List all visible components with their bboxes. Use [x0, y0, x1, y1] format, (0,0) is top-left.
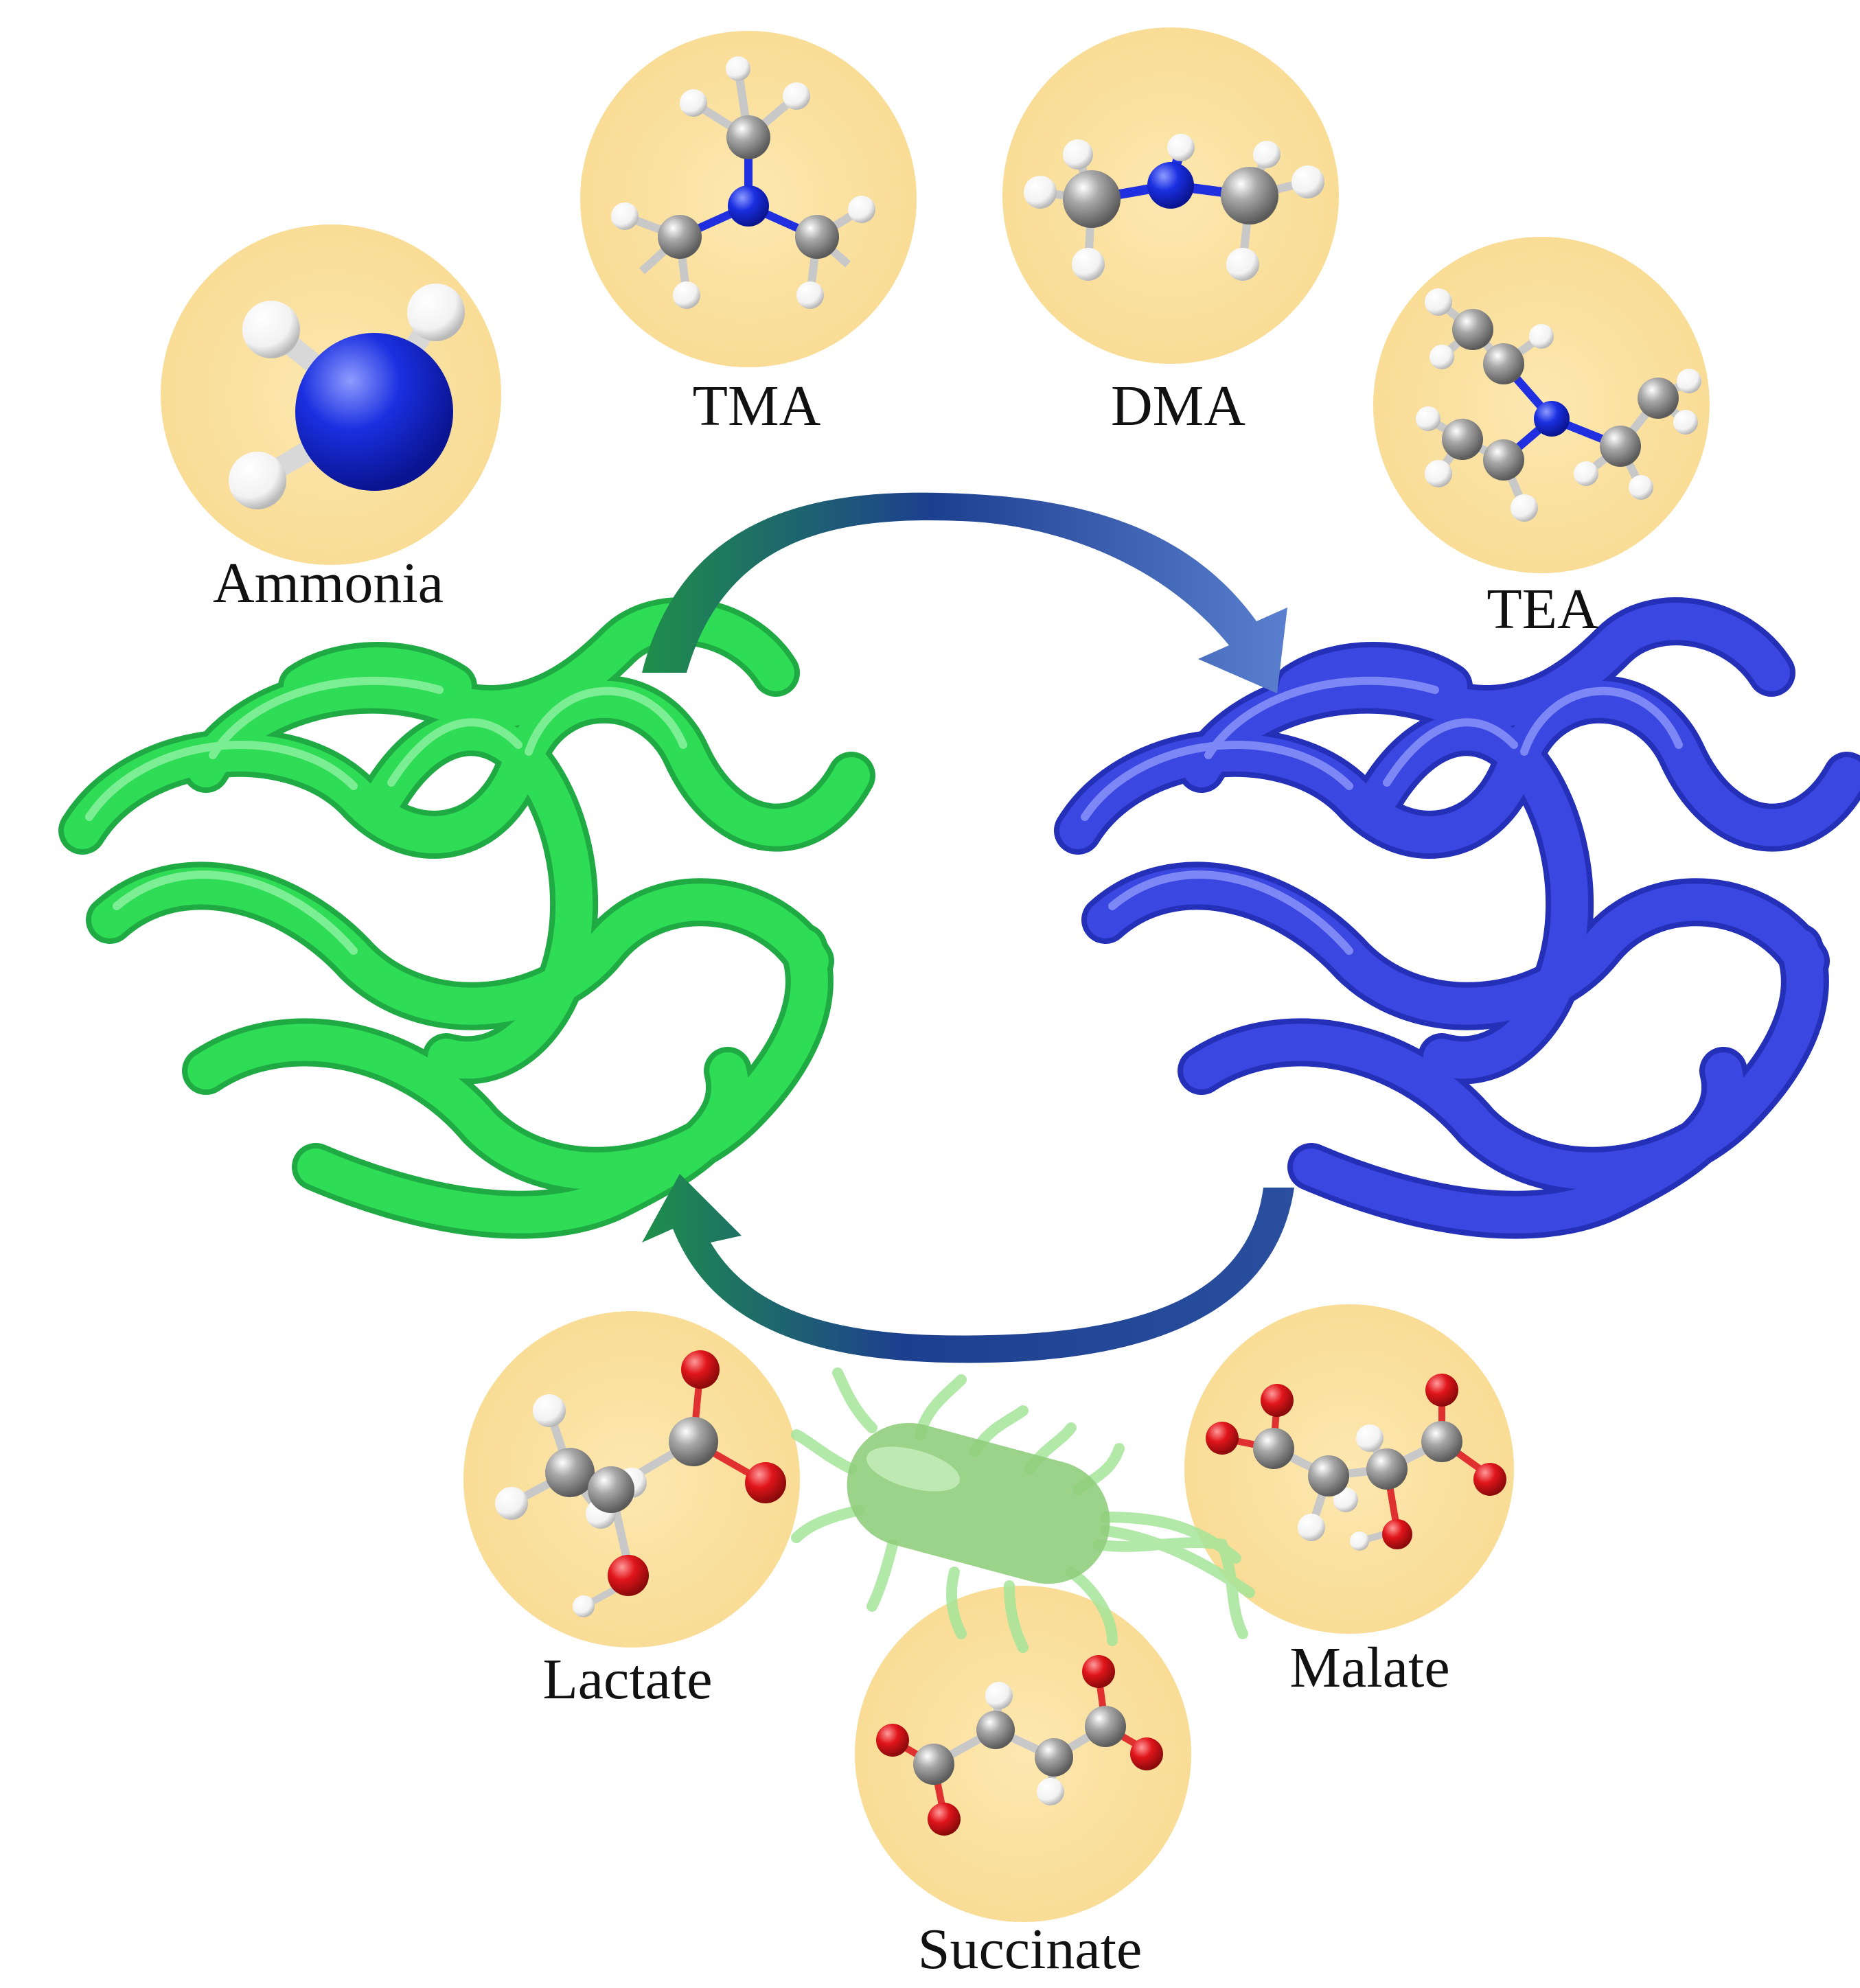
- tma-molecule-icon: [580, 31, 917, 367]
- succinate-molecule-icon: [855, 1586, 1191, 1922]
- bacterium-icon: [791, 1367, 1255, 1653]
- blue-polymer-coil: [1054, 597, 1860, 1239]
- dma-molecule-icon: [1002, 27, 1339, 364]
- ammonia-molecule-icon: [161, 224, 501, 565]
- lactate-label: Lactate: [542, 1648, 713, 1711]
- dma-label: DMA: [1110, 374, 1246, 438]
- ammonia-label: Ammonia: [213, 551, 444, 615]
- succinate-label: Succinate: [917, 1917, 1143, 1981]
- green-polymer-coil: [58, 597, 875, 1239]
- lactate-molecule-icon: [463, 1311, 800, 1648]
- tma-label: TMA: [692, 374, 821, 438]
- tea-molecule-icon: [1373, 237, 1710, 573]
- tea-label: TEA: [1486, 577, 1599, 641]
- malate-molecule-icon: [1184, 1304, 1514, 1634]
- malate-label: Malate: [1289, 1636, 1450, 1700]
- cycle-arrow-icon: [642, 492, 1294, 1363]
